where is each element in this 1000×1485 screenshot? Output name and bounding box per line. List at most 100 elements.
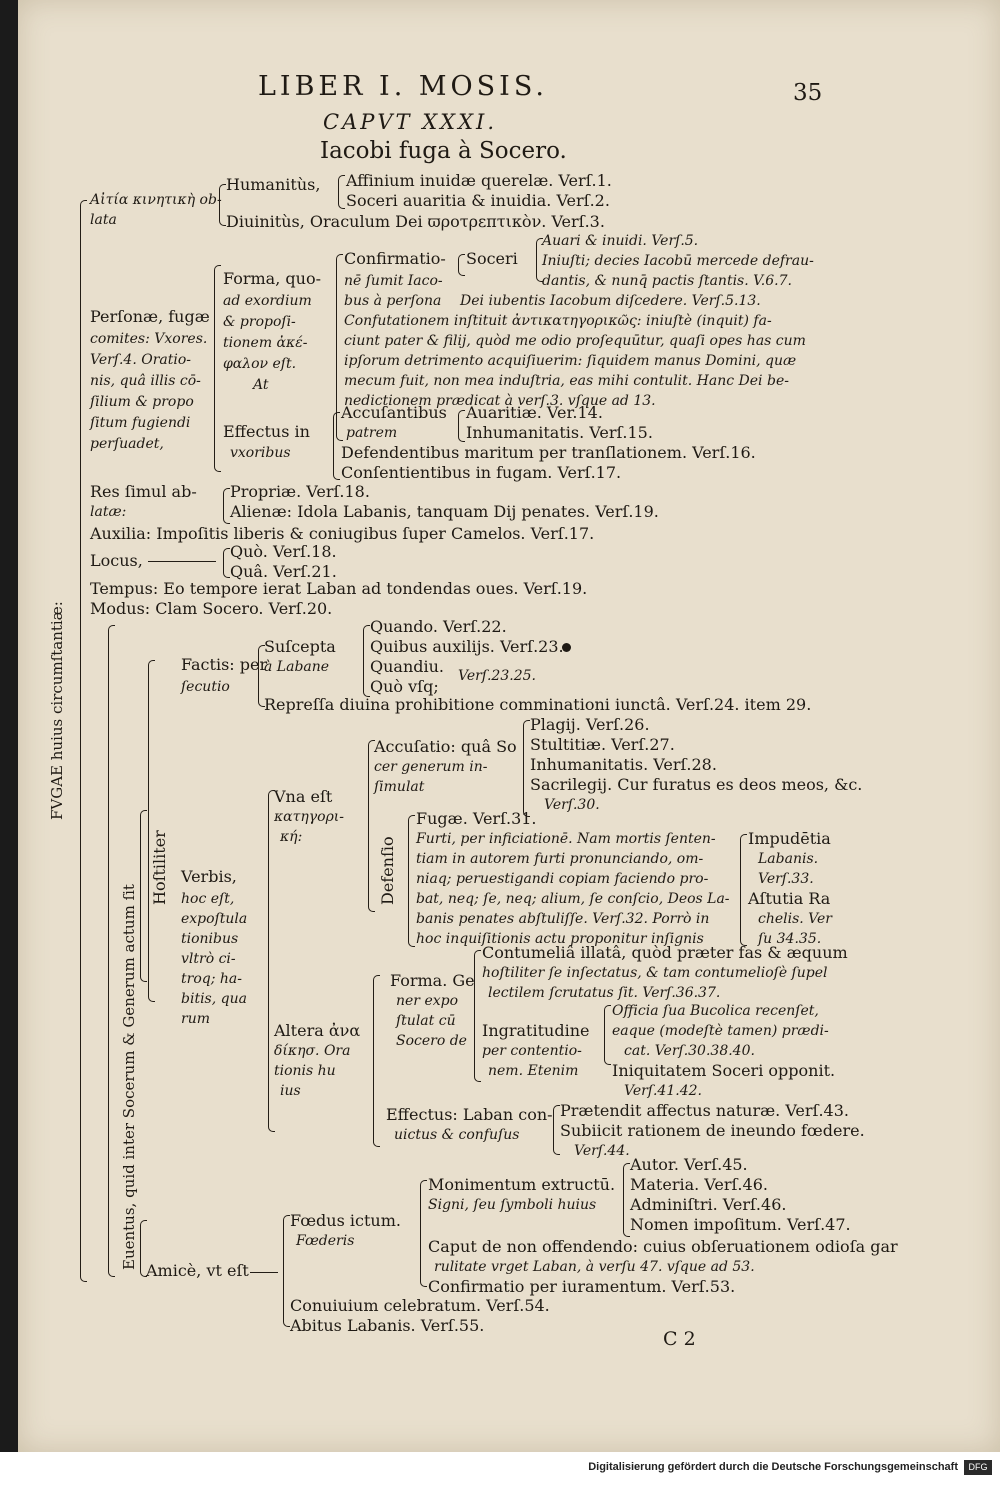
text-line: Dei iubentis Iacobum diſcedere. Verſ.5.1… bbox=[460, 293, 761, 309]
text-line: ſtulat cū bbox=[396, 1013, 456, 1029]
text-line: Accuſatio: quâ So bbox=[374, 737, 517, 756]
text-line: Ingratitudine bbox=[482, 1021, 590, 1040]
text-line: Nomen impoſitum. Verſ.47. bbox=[630, 1215, 851, 1234]
text-line: bat, neq; ſe, neq; alium, ſe conſcio, De… bbox=[416, 891, 730, 907]
chapter-heading: CAPVT XXXI. bbox=[323, 110, 498, 134]
brace bbox=[553, 1105, 560, 1155]
page-number: 35 bbox=[793, 80, 823, 106]
text-line: hoſtiliter ſe inſectatus, & tam contumel… bbox=[482, 965, 828, 981]
text-line: Materia. Verſ.46. bbox=[630, 1175, 768, 1194]
vertical-label-euentus: Euentus, quid inter Socerum & Generum ac… bbox=[120, 884, 138, 1270]
text-line: à Labane bbox=[264, 659, 330, 675]
text-line: perſuadet, bbox=[90, 436, 164, 452]
text-line: Adminiſtri. Verſ.46. bbox=[630, 1195, 787, 1214]
text-line: Effectus: Laban con- bbox=[386, 1105, 553, 1124]
text-line: Αἰτία κινητικὴ ob- bbox=[90, 192, 222, 208]
text-line: Quandiu. bbox=[370, 657, 445, 676]
brace bbox=[223, 548, 230, 578]
text-line: Conſentientibus in fugam. Verſ.17. bbox=[341, 463, 622, 482]
text-line: mecum fuit, non mea induſtria, eas mihi … bbox=[344, 373, 789, 389]
brace bbox=[363, 625, 370, 697]
text-line: bitis, qua bbox=[181, 991, 247, 1007]
brace bbox=[604, 1005, 611, 1065]
text-line: Alienæ: Idola Labanis, tanquam Dij penat… bbox=[230, 502, 659, 521]
text-line: Tempus: Eo tempore ierat Laban ad tonden… bbox=[90, 579, 588, 598]
text-line: Quò vſq; bbox=[370, 677, 439, 696]
text-line: chelis. Ver bbox=[758, 911, 832, 927]
text-line: ſu 34.35. bbox=[758, 931, 822, 947]
text-line: hoc inquiſitionis actu proponitur inſign… bbox=[416, 931, 704, 947]
text-line: Auxilia: Impoſitis liberis & coniugibus … bbox=[90, 524, 595, 543]
text-line: ius bbox=[280, 1083, 301, 1099]
text-line: Modus: Clam Socero. Verſ.20. bbox=[90, 599, 333, 618]
text-line: Confutationem inſtituit ἀντικατηγορικῶς:… bbox=[344, 313, 772, 329]
text-line: Verſ.33. bbox=[758, 871, 814, 887]
brace bbox=[140, 1220, 147, 1277]
text-line: Soceri bbox=[466, 249, 518, 268]
text-line: niaq; peruestigandi copiam faciendo pro- bbox=[416, 871, 709, 887]
brace bbox=[420, 1180, 427, 1287]
brace bbox=[283, 1215, 290, 1327]
text-line: Labanis. bbox=[758, 851, 819, 867]
text-line: lata bbox=[90, 212, 117, 228]
vertical-label-defensio: Defenſio bbox=[378, 836, 397, 905]
text-line: Verſ.44. bbox=[574, 1143, 630, 1159]
text-line: nis, quâ illis cō- bbox=[90, 373, 201, 389]
text-line: ſimulat bbox=[374, 779, 425, 795]
text-line: Iniquitatem Soceri opponit. bbox=[612, 1061, 836, 1080]
signature-mark: C 2 bbox=[663, 1328, 696, 1350]
text-line: troq; ha- bbox=[181, 971, 242, 987]
text-line: Amicè, vt eſt bbox=[146, 1261, 249, 1280]
text-line: Diuinitùs, Oraculum Dei ϖροτρεπτικὸν. Ve… bbox=[226, 212, 605, 231]
text-line: Verſ.30. bbox=[544, 797, 600, 813]
text-line: Fœdus ictum. bbox=[290, 1211, 401, 1230]
text-line: Forma. Ge bbox=[390, 971, 475, 990]
text-line: Humanitùs, bbox=[226, 175, 321, 194]
text-line: Quibus auxilijs. Verſ.23. bbox=[370, 637, 564, 656]
connector-line bbox=[148, 561, 216, 562]
brace bbox=[373, 975, 380, 1147]
brace bbox=[523, 720, 530, 817]
text-line: hoc eſt, bbox=[181, 891, 235, 907]
brace bbox=[219, 184, 226, 226]
brace bbox=[336, 254, 343, 441]
text-line: per contentio- bbox=[482, 1043, 582, 1059]
text-line: nem. Etenim bbox=[488, 1063, 579, 1079]
text-line: nedictionem prædicat à verſ.3. vſque ad … bbox=[344, 393, 656, 409]
text-line: Inhumanitatis. Verſ.15. bbox=[466, 423, 653, 442]
text-line: comites: Vxores. bbox=[90, 331, 208, 347]
brace bbox=[140, 810, 147, 982]
footer-bar: Digitalisierung gefördert durch die Deut… bbox=[0, 1452, 1000, 1485]
text-line: dantis, & nunq̄ pactis ſtantis. V.6.7. bbox=[542, 273, 792, 289]
brace bbox=[223, 488, 230, 524]
text-line: φαλον eſt. bbox=[223, 356, 297, 372]
text-line: ipſorum detrimento acquiſiuerim: ſiquide… bbox=[344, 353, 797, 369]
brace bbox=[458, 410, 465, 442]
running-title: LIBER I. MOSIS. bbox=[258, 71, 548, 102]
text-line: ciunt pater & filij, quòd me odio proſeq… bbox=[344, 333, 806, 349]
text-line: Res ſimul ab- bbox=[90, 482, 197, 501]
text-line: Vna eſt bbox=[274, 787, 333, 806]
text-line: Prætendit affectus naturæ. Verſ.43. bbox=[560, 1101, 849, 1120]
text-line: ſilium & propo bbox=[90, 394, 194, 410]
text-line: Verſ.23.25. bbox=[458, 668, 536, 684]
text-line: κατηγορι- bbox=[274, 809, 345, 825]
text-line: Suſcepta bbox=[264, 637, 336, 656]
text-line: Caput de non offendendo: cuius obſeruati… bbox=[428, 1237, 898, 1256]
brace bbox=[258, 645, 265, 707]
text-line: latæ: bbox=[90, 504, 127, 520]
text-line: Factis: per bbox=[181, 655, 268, 674]
text-line: expoſtula bbox=[181, 911, 248, 927]
text-line: tionibus bbox=[181, 931, 239, 947]
text-line: banis penates abſtuliſſe. Verſ.32. Porrò… bbox=[416, 911, 710, 927]
text-line: ſitum fugiendi bbox=[90, 415, 191, 431]
text-line: Abitus Labanis. Verſ.55. bbox=[290, 1316, 485, 1335]
text-line: nē ſumit Iaco- bbox=[344, 273, 443, 289]
text-line: Inhumanitatis. Verſ.28. bbox=[530, 755, 717, 774]
text-line: bus à perſona bbox=[344, 293, 442, 309]
text-line: rulitate vrget Laban, à verſu 47. vſque … bbox=[434, 1259, 755, 1275]
text-line: Iniuſti; decies Iacobū mercede defrau- bbox=[542, 253, 814, 269]
text-line: Propriæ. Verſ.18. bbox=[230, 482, 370, 501]
text-line: At bbox=[253, 377, 269, 393]
text-line: Quò. Verſ.18. bbox=[230, 542, 337, 561]
